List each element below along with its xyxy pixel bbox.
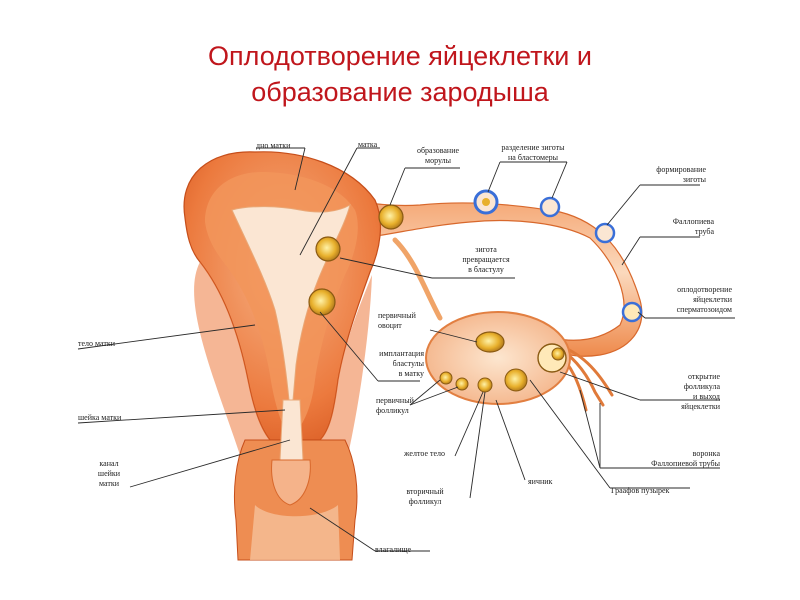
label-zigota-3: в бластулу bbox=[468, 265, 504, 274]
label-oplodotvorenie-2: яйцеклетки bbox=[693, 295, 733, 304]
label-voronka-1: воронка bbox=[693, 449, 721, 458]
label-zigota-2: превращается bbox=[462, 255, 510, 264]
embryo-stages bbox=[308, 189, 643, 323]
label-implantacia-2: бластулы bbox=[393, 359, 425, 368]
label-formirovanie-1: формирование bbox=[656, 165, 706, 174]
label-vtorichny-1: вторичный bbox=[406, 487, 444, 496]
label-matka: матка bbox=[358, 140, 378, 149]
title-line-1: Оплодотворение яйцеклетки и bbox=[208, 41, 592, 71]
label-otkrytie-4: яйцеклетки bbox=[681, 402, 721, 411]
label-kanal-2: шейки bbox=[98, 469, 121, 478]
label-morula-2: морулы bbox=[425, 156, 452, 165]
morula bbox=[378, 204, 404, 230]
title-line-2: образование зародыша bbox=[251, 77, 549, 107]
label-otkrytie-1: открытие bbox=[688, 372, 720, 381]
label-razdelenie-2: на бластомеры bbox=[508, 153, 559, 162]
label-fallopieva-2: труба bbox=[695, 227, 714, 236]
label-ovocit-2: овоцит bbox=[378, 321, 402, 330]
uterus bbox=[183, 151, 381, 530]
primary-oocyte bbox=[475, 331, 505, 353]
primary-follicle-1 bbox=[439, 371, 453, 385]
label-otkrytie-3: и выход bbox=[693, 392, 720, 401]
label-fallopieva-1: Фаллопиева bbox=[673, 217, 715, 226]
label-morula-1: образование bbox=[417, 146, 460, 155]
primary-follicle-2 bbox=[455, 377, 469, 391]
label-otkrytie-2: фолликула bbox=[684, 382, 721, 391]
ovulated-egg bbox=[621, 301, 643, 323]
label-implantacia-1: имплантация bbox=[379, 349, 424, 358]
label-voronka-2: Фаллопиевой трубы bbox=[651, 459, 720, 468]
label-razdelenie-1: разделение зиготы bbox=[501, 143, 565, 152]
ovary bbox=[425, 311, 571, 405]
ovarian-ligament bbox=[392, 237, 443, 321]
label-telo-matki: тело матки bbox=[78, 339, 116, 348]
label-dno-matki: дно матки bbox=[256, 141, 291, 150]
label-zheltoe-telo: желтое тело bbox=[403, 449, 445, 458]
labels: дно матки матка образование морулы разде… bbox=[78, 140, 733, 554]
label-sheika-matki: шейка матки bbox=[78, 413, 122, 422]
leader-lines bbox=[77, 147, 735, 552]
secondary-follicle bbox=[504, 368, 528, 392]
zygote-2 bbox=[539, 196, 561, 218]
label-follikul-2: фолликул bbox=[376, 406, 409, 415]
label-yaichnik: яичник bbox=[528, 477, 553, 486]
label-implantacia-3: в матку bbox=[399, 369, 424, 378]
label-zigota-1: зигота bbox=[475, 245, 497, 254]
label-vtorichny-2: фолликул bbox=[409, 497, 442, 506]
cervix-vagina bbox=[233, 399, 358, 561]
blastula bbox=[315, 236, 341, 262]
label-formirovanie-2: зиготы bbox=[683, 175, 707, 184]
zygote-1 bbox=[594, 222, 616, 244]
corpus-luteum bbox=[477, 377, 493, 393]
label-follikul-1: первичный bbox=[376, 396, 415, 405]
label-graafov: Граафов пузырек bbox=[611, 486, 670, 495]
page-title: Оплодотворение яйцеклетки и образование … bbox=[0, 38, 800, 110]
label-vlagalishe: влагалище bbox=[375, 545, 412, 554]
label-ovocit-1: первичный bbox=[378, 311, 417, 320]
label-oplodotvorenie-1: оплодотворение bbox=[677, 285, 732, 294]
label-oplodotvorenie-3: сперматозоидом bbox=[677, 305, 732, 314]
label-kanal-1: канал bbox=[99, 459, 118, 468]
implanting-blastula bbox=[308, 288, 336, 316]
label-kanal-3: матки bbox=[99, 479, 120, 488]
